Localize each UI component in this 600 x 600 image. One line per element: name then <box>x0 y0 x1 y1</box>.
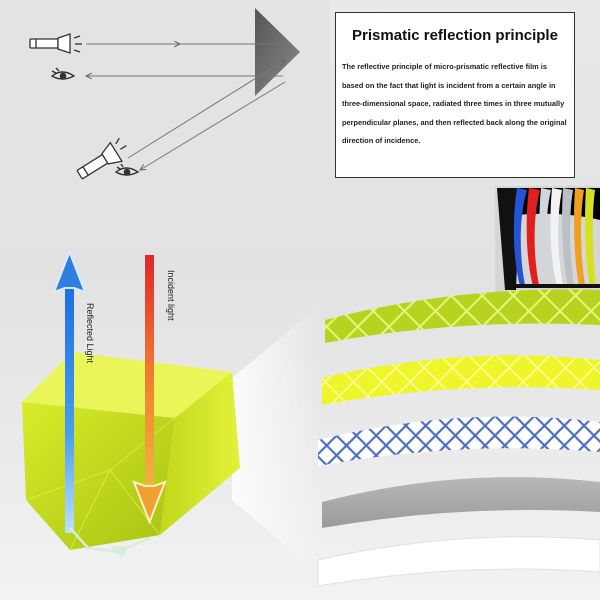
internal-reflection-path <box>69 527 151 559</box>
incident-light-arrow <box>132 255 167 525</box>
reflected-light-label: Reflected Light <box>85 303 95 364</box>
reflective-strip-icon <box>318 416 600 466</box>
info-body: The reflective principle of micro-prisma… <box>342 62 567 145</box>
info-box: Prismatic reflection principle The refle… <box>335 12 575 178</box>
reflective-strip-icon <box>325 289 600 343</box>
corner-reflector-icon <box>255 8 300 96</box>
reflected-light-arrow <box>52 249 87 533</box>
eye-icon <box>114 163 140 176</box>
color-samples <box>495 186 600 296</box>
light-beam <box>232 305 320 575</box>
flashlight-icon <box>29 33 82 54</box>
incident-light-label: Incident light <box>166 270 176 321</box>
prism-icon <box>22 352 240 551</box>
reflective-strip-icon <box>322 355 600 405</box>
eye-icon <box>50 67 76 80</box>
reflected-ray-lower <box>140 81 286 170</box>
reflective-strip-icon <box>322 477 600 528</box>
flashlight-icon <box>76 137 127 180</box>
incident-ray-lower <box>127 60 285 159</box>
reflective-strip-icon <box>317 536 600 587</box>
info-title: Prismatic reflection principle <box>352 27 558 44</box>
